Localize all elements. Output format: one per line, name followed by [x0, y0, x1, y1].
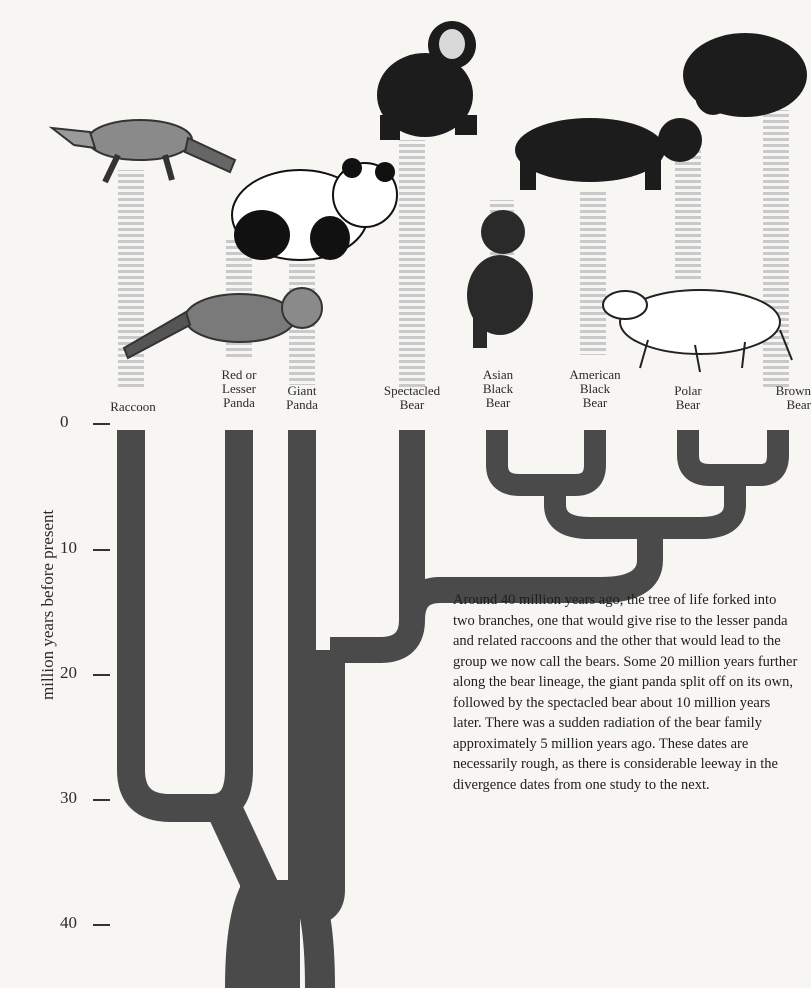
tick-label-40: 40 [60, 913, 120, 933]
brown-bear-column [763, 110, 789, 390]
american-black-bear-branch [555, 430, 595, 485]
brown-bear-branch [735, 430, 778, 475]
brown-bear-illustration [683, 33, 807, 117]
axis-title: million years before present [38, 510, 58, 700]
tick-label-20: 20 [60, 663, 120, 683]
spectacled-bear-illustration [377, 21, 477, 140]
asian-black-bear-illustration [467, 210, 533, 348]
asian-black-bear-branch [497, 430, 555, 485]
raccoon-branch [131, 430, 212, 808]
polar-bear-branch [688, 430, 735, 475]
tick-label-10: 10 [60, 538, 120, 558]
root-right-shoulder [302, 880, 320, 988]
species-label-brown-bear: Brown Bear [715, 384, 811, 412]
american-black-bear-column [580, 190, 606, 355]
red-panda-branch [212, 430, 239, 808]
american-black-bear-illustration [515, 118, 702, 190]
tick-label-30: 30 [60, 788, 120, 808]
polar-bear-column [675, 150, 701, 280]
tick-label-0: 0 [60, 412, 120, 432]
caption-text: Around 40 million years ago, the tree of… [453, 590, 798, 795]
species-label-spectacled-bear: Spectacled Bear [364, 384, 460, 412]
spectacled-bear-column [399, 140, 425, 390]
giant-panda-illustration [232, 158, 397, 260]
species-label-american-black-bear: American Black Bear [547, 368, 643, 410]
species-label-asian-black-bear: Asian Black Bear [450, 368, 546, 410]
species-label-giant-panda: Giant Panda [254, 384, 350, 412]
